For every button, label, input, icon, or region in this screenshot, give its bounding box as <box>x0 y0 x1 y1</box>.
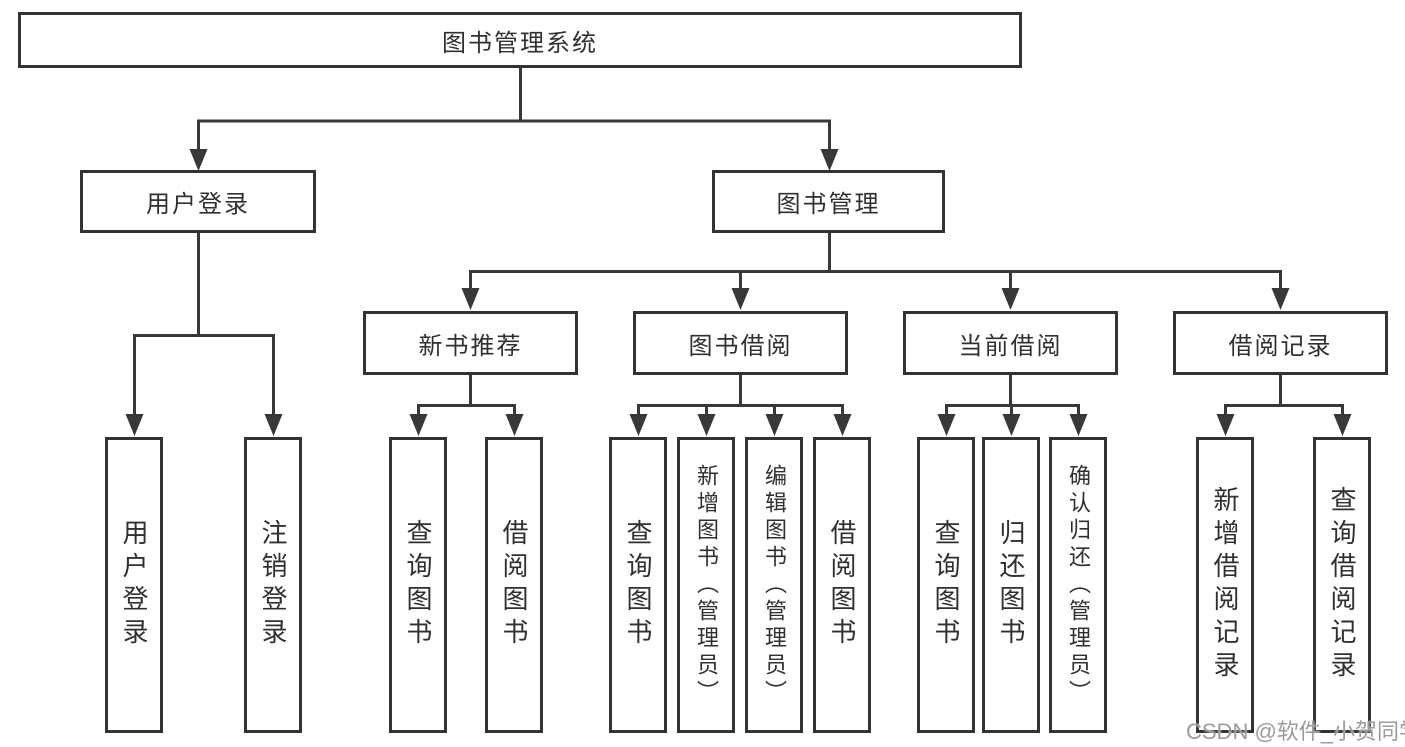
arrowhead <box>731 288 750 310</box>
leaf-query-books-current: 查询图书 <box>917 437 975 733</box>
arrowhead <box>697 414 716 436</box>
node-label: 借阅图书 <box>499 519 529 651</box>
node-label: 查询图书 <box>931 519 961 651</box>
arrowhead <box>1001 288 1020 310</box>
connector-user-login <box>133 233 275 421</box>
node-new-book-recommendation: 新书推荐 <box>363 311 578 375</box>
node-label: 当前借阅 <box>958 332 1063 360</box>
leaf-edit-books-admin: 编辑图书（管理员） <box>745 437 803 733</box>
node-label: 图书管理 <box>776 191 881 218</box>
node-label: 用户登录 <box>146 191 250 218</box>
arrowhead <box>629 414 648 436</box>
arrowhead <box>1069 414 1088 436</box>
connector-borrowing-records <box>1224 375 1344 422</box>
node-label: 归还图书 <box>996 519 1026 651</box>
leaf-borrow-books-recommendation: 借阅图书 <box>485 437 543 733</box>
node-label: 查询借阅记录 <box>1327 486 1357 684</box>
node-label: 注销登录 <box>258 519 288 651</box>
node-borrowing-records: 借阅记录 <box>1173 311 1388 375</box>
node-label: 确认归还（管理员） <box>1066 463 1091 707</box>
node-current-borrowing: 当前借阅 <box>903 311 1118 375</box>
node-label: 查询图书 <box>623 519 653 651</box>
arrowhead <box>264 414 283 436</box>
arrowheads <box>125 149 1352 436</box>
node-book-management: 图书管理 <box>712 170 945 233</box>
leaf-query-books-borrowing: 查询图书 <box>609 437 667 733</box>
arrowhead <box>189 149 208 171</box>
leaf-return-books: 归还图书 <box>982 437 1040 733</box>
connector-book-borrowing <box>637 375 844 422</box>
node-label: 新增图书（管理员） <box>694 463 719 707</box>
node-label: 借阅图书 <box>827 519 857 651</box>
csdn-watermark: CSDN @软件_小贺同学 <box>1186 719 1405 744</box>
connector-current-borrowing <box>945 375 1080 422</box>
arrowhead <box>1271 288 1290 310</box>
arrowhead <box>1333 414 1352 436</box>
leaf-logout: 注销登录 <box>244 437 302 733</box>
node-label: 查询图书 <box>403 519 433 651</box>
connector-book-management <box>469 233 1282 296</box>
node-label: 编辑图书（管理员） <box>762 463 787 707</box>
node-label: 用户登录 <box>119 519 149 651</box>
arrowhead <box>765 414 784 436</box>
node-user-login: 用户登录 <box>80 170 316 233</box>
node-label: 新书推荐 <box>418 332 523 360</box>
arrowhead <box>1216 414 1235 436</box>
arrowhead <box>125 414 144 436</box>
node-book-borrowing: 图书借阅 <box>633 311 848 375</box>
node-book-management-system: 图书管理系统 <box>18 12 1022 68</box>
arrowhead <box>409 414 428 436</box>
leaf-confirm-return-admin: 确认归还（管理员） <box>1049 437 1107 733</box>
node-label: 借阅记录 <box>1228 332 1333 360</box>
arrowhead <box>820 149 839 171</box>
node-label: 图书管理系统 <box>442 29 598 57</box>
node-label: 新增借阅记录 <box>1210 486 1240 684</box>
leaf-query-borrowing-record: 查询借阅记录 <box>1313 437 1371 733</box>
node-label: 图书借阅 <box>688 332 793 360</box>
arrowhead <box>1002 414 1021 436</box>
connector-root <box>197 67 831 157</box>
arrowhead <box>833 414 852 436</box>
leaf-user-login: 用户登录 <box>105 437 163 733</box>
arrowhead <box>505 414 524 436</box>
leaf-add-books-admin: 新增图书（管理员） <box>677 437 735 733</box>
leaf-add-borrowing-record: 新增借阅记录 <box>1196 437 1254 733</box>
arrowhead <box>937 414 956 436</box>
leaf-borrow-books: 借阅图书 <box>813 437 871 733</box>
connector-new-book-recommendation <box>417 375 516 422</box>
arrowhead <box>461 288 480 310</box>
leaf-query-books-recommendation: 查询图书 <box>389 437 447 733</box>
